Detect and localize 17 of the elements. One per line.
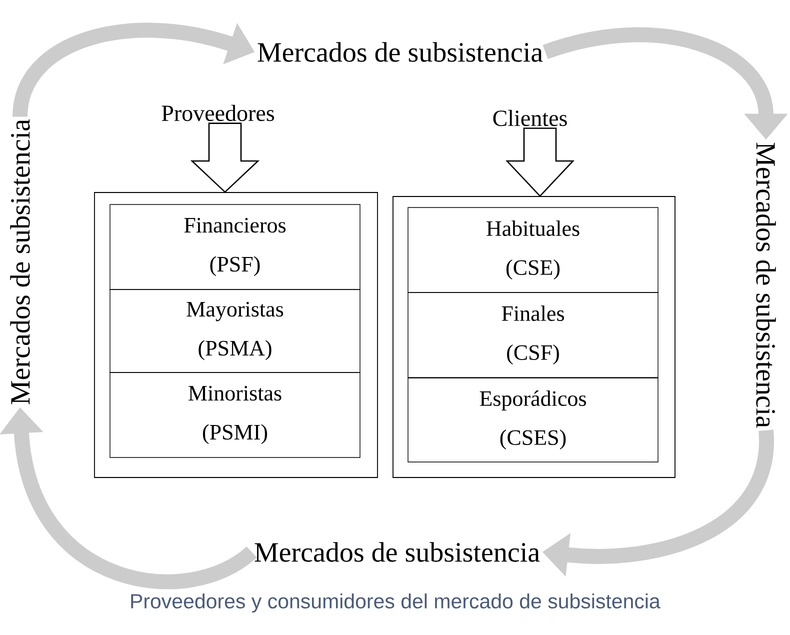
category-cell: Habituales (CSE) xyxy=(408,207,658,293)
market-label: Mercados de subsistencia xyxy=(756,142,776,428)
category-cell: Mayoristas (PSMA) xyxy=(110,289,360,373)
category-cell: Financieros (PSF) xyxy=(110,204,360,290)
caption: Proveedores y consumidores del mercado de subsistencia xyxy=(131,593,660,613)
group-box xyxy=(94,192,378,478)
category-cell: Esporádicos (CSES) xyxy=(408,378,658,462)
category-cell: Minoristas (PSMI) xyxy=(110,372,360,458)
group-box xyxy=(392,196,676,478)
block-arrow xyxy=(190,122,260,193)
market-label: Mercados de subsistencia xyxy=(254,542,540,562)
group-label: Proveedores xyxy=(162,104,274,122)
group-label: Clientes xyxy=(493,110,567,126)
category-cell: Finales (CSF) xyxy=(408,292,658,378)
market-label: Mercados de subsistencia xyxy=(258,42,543,62)
market-label: Mercados de subsistencia xyxy=(10,119,30,404)
block-arrow xyxy=(506,128,574,197)
